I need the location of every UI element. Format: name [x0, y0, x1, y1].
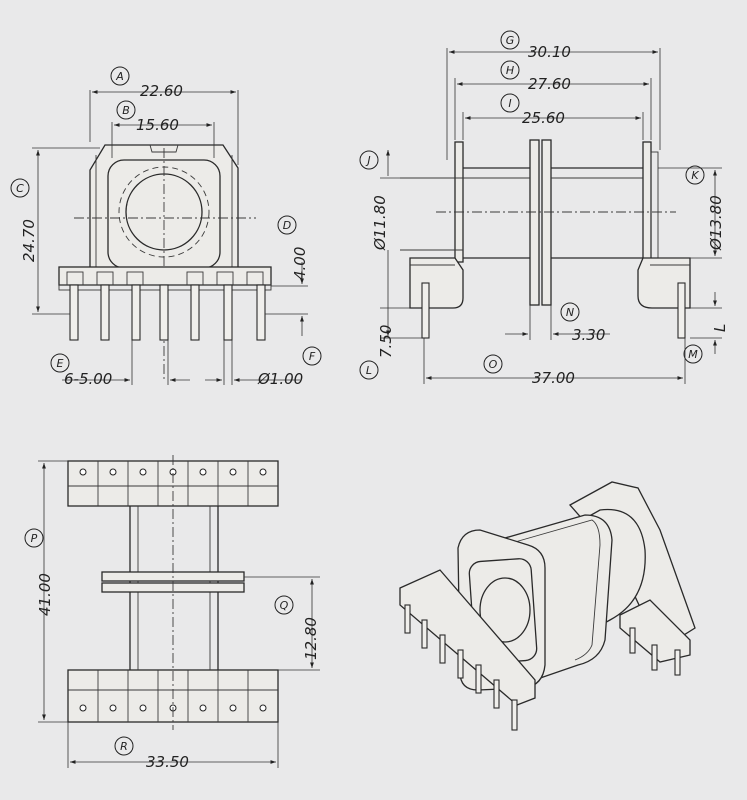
dim-g-value: 30.10 [528, 43, 571, 61]
dim-k-value: Ø13.80 [707, 195, 725, 251]
dim-letter-j: J [365, 154, 370, 167]
side-center-flange-a [529, 139, 540, 306]
dim-q-value: 12.80 [302, 617, 320, 660]
dim-f-value: Ø1.00 [257, 370, 303, 388]
dim-letter-d: D [283, 219, 291, 232]
dim-r-value: 33.50 [146, 753, 189, 771]
dim-l-right-label: L [711, 324, 729, 332]
dim-p-value: 41.00 [36, 573, 54, 616]
side-view: G 30.10 H 27.60 I 25.60 J Ø11.80 K Ø13.8… [359, 30, 729, 387]
dim-e-value: 6-5.00 [64, 370, 112, 388]
dim-h-value: 27.60 [528, 75, 571, 93]
dim-i-value: 25.60 [522, 109, 565, 127]
dim-letter-h: H [506, 64, 514, 77]
iso-pins [404, 604, 681, 731]
side-left-base [409, 257, 464, 309]
front-view: A 22.60 B 15.60 C 24.70 D 4.00 E 6-5.00 [10, 66, 322, 388]
dim-letter-p: P [31, 532, 38, 545]
side-left-flange [454, 141, 464, 263]
side-right-flange [642, 141, 652, 263]
side-right-base [637, 257, 691, 309]
isometric-view [399, 481, 696, 731]
dim-letter-n: N [566, 306, 574, 319]
iso-bore [479, 577, 531, 643]
iso-front-base [399, 569, 536, 706]
dim-n-value: 3.30 [572, 326, 605, 344]
dim-letter-q: Q [280, 599, 289, 612]
side-pin-right [677, 282, 686, 339]
dim-a-value: 22.60 [140, 82, 183, 100]
dim-letter-a: A [115, 70, 124, 83]
dim-letter-e: E [57, 357, 64, 370]
dim-letter-m: M [688, 348, 698, 361]
dim-letter-l: L [366, 364, 372, 377]
dim-l-value: 7.50 [377, 325, 395, 358]
dim-j-value: Ø11.80 [371, 195, 389, 251]
dim-d-value: 4.00 [291, 247, 309, 280]
side-pin-left [421, 282, 430, 339]
dim-letter-f: F [309, 350, 316, 363]
front-pins [69, 284, 266, 341]
front-base [58, 266, 272, 286]
iso-rear-base [619, 599, 691, 663]
dim-letter-b: B [122, 104, 130, 117]
dim-letter-o: O [489, 358, 498, 371]
side-center-flange-b [541, 139, 552, 306]
dim-o-value: 37.00 [532, 369, 575, 387]
bottom-view: P 41.00 Q 12.80 R 33.50 [24, 455, 320, 771]
dim-b-value: 15.60 [136, 116, 179, 134]
dim-letter-r: R [120, 740, 128, 753]
dim-c-value: 24.70 [20, 219, 38, 262]
dim-letter-g: G [506, 34, 515, 47]
dim-letter-k: K [691, 169, 699, 182]
dim-letter-c: C [16, 182, 24, 195]
dim-letter-i: I [508, 97, 511, 110]
